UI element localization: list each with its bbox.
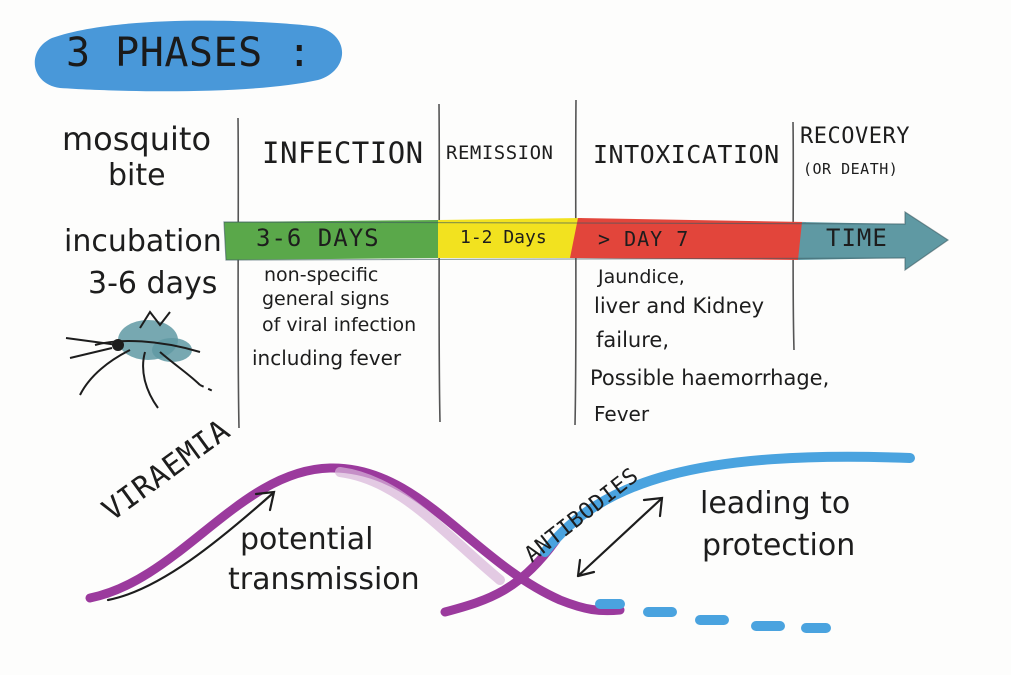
intoxication-note-line: Possible haemorrhage, xyxy=(590,366,830,390)
incubation-label: incubation xyxy=(64,224,222,259)
diagram-title: 3 PHASES : xyxy=(66,30,312,76)
phase-recovery-or-death: (OR DEATH) xyxy=(803,160,899,178)
annotation-arrows xyxy=(106,490,664,602)
arrow-label-infection: 3-6 DAYS xyxy=(256,224,380,252)
intoxication-note-line: Jaundice, xyxy=(598,266,685,288)
arrow-label-remission: 1-2 Days xyxy=(460,227,547,248)
mosquito-icon xyxy=(65,310,216,409)
infection-note-line: of viral infection xyxy=(262,314,417,336)
incubation-days: 3-6 days xyxy=(88,266,218,301)
intoxication-note-line: failure, xyxy=(596,328,670,352)
arrow-segment-remission xyxy=(438,218,582,258)
infection-note-line: non-specific xyxy=(264,264,379,286)
leading-to-protection-line2: protection xyxy=(702,528,856,563)
phase-infection: INFECTION xyxy=(262,136,424,170)
mosquito-label: mosquito xyxy=(62,120,212,158)
arrow-segment-intoxication xyxy=(570,218,806,260)
phase-remission: REMISSION xyxy=(446,142,554,164)
intoxication-note-line: liver and Kidney xyxy=(594,294,765,318)
arrow-label-intoxication: > DAY 7 xyxy=(598,227,690,251)
arrow-segment-time xyxy=(798,212,948,270)
intoxication-note-line: Fever xyxy=(594,402,650,426)
viraemia-curve xyxy=(85,463,625,616)
potential-transmission-line2: transmission xyxy=(228,562,420,597)
time-arrow xyxy=(223,210,950,272)
infection-note-line: general signs xyxy=(262,288,390,310)
bite-label: bite xyxy=(108,158,166,193)
leading-to-protection-line1: leading to xyxy=(700,486,851,521)
arrow-segment-infection xyxy=(224,220,440,260)
potential-transmission-line1: potential xyxy=(240,522,374,557)
phase-recovery: RECOVERY xyxy=(800,124,910,149)
infection-note-line: including fever xyxy=(252,346,402,370)
arrow-label-time: TIME xyxy=(826,224,888,252)
phase-intoxication: INTOXICATION xyxy=(593,140,780,169)
title-highlight xyxy=(34,20,343,92)
antibodies-curve xyxy=(440,451,915,633)
